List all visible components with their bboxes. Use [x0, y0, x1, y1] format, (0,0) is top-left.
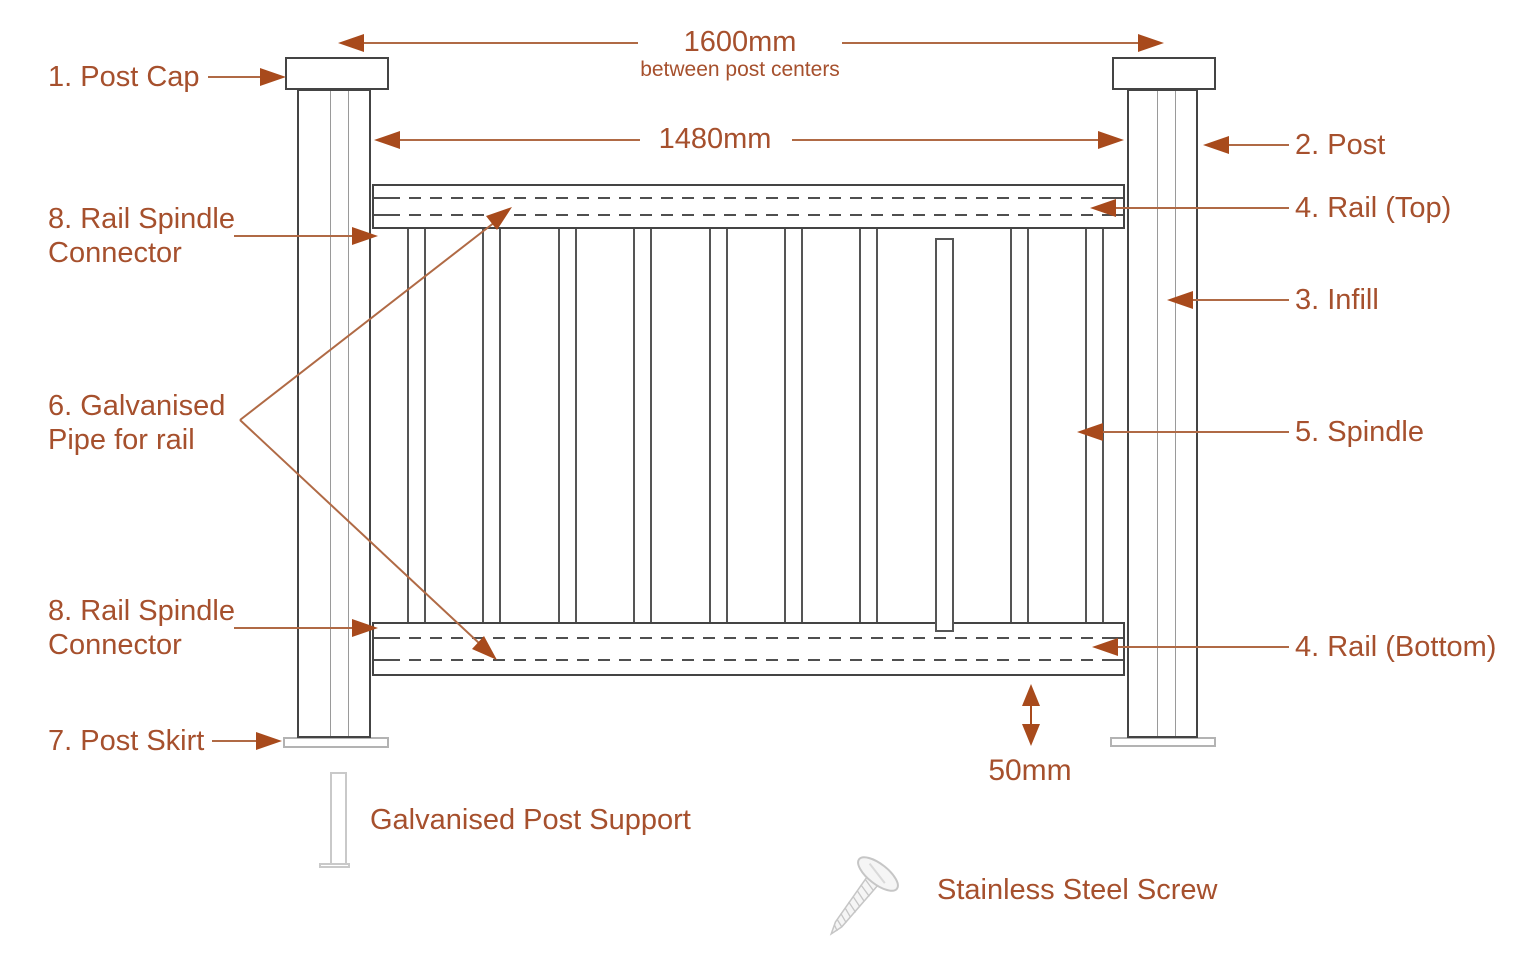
label-stainless-steel-screw: Stainless Steel Screw	[937, 874, 1218, 906]
screw-icon	[829, 856, 899, 936]
left-post	[297, 89, 371, 738]
left-post-cap	[285, 57, 389, 90]
leader-arrow	[1090, 199, 1116, 217]
clearance-line	[1030, 704, 1032, 724]
spindle-bar	[784, 229, 803, 622]
label-post-cap: 1. Post Cap	[48, 61, 200, 93]
leader-line	[234, 235, 354, 237]
top-rail-pipe-dashes	[388, 214, 1109, 216]
leader-line	[208, 76, 262, 78]
dimension-post-centers: 1600mm	[683, 26, 797, 58]
bottom-rail-pipe-dashes	[388, 659, 1109, 661]
spindle-bar	[859, 229, 878, 622]
leader-arrow	[1092, 638, 1118, 656]
spindle-bar	[709, 229, 728, 622]
leader-line	[1191, 299, 1289, 301]
dimension-line	[842, 42, 1140, 44]
spindle-bar	[407, 229, 426, 622]
dimension-line	[792, 139, 1100, 141]
label-infill: 3. Infill	[1295, 284, 1379, 316]
pipe-leader-up	[239, 207, 512, 421]
label-galvanised-pipe: 6. Galvanised Pipe for rail	[48, 390, 226, 456]
galvanised-post-support-base	[319, 863, 350, 868]
bottom-rail-pipe-dashes	[388, 637, 1109, 639]
leader-line	[1116, 646, 1289, 648]
clearance-arrow-down	[1022, 724, 1040, 746]
rail-connector-mark	[374, 659, 388, 661]
spindle-bar	[633, 229, 652, 622]
label-spindle: 5. Spindle	[1295, 416, 1424, 448]
rail-connector-mark	[374, 197, 388, 199]
spindle-bar	[558, 229, 577, 622]
leader-line	[1114, 207, 1289, 209]
leader-line	[234, 627, 354, 629]
leader-line	[212, 740, 258, 742]
rail-connector-mark	[1109, 214, 1123, 216]
dimension-arrow-left	[374, 131, 400, 149]
label-rail-spindle-connector-top: 8. Rail Spindle Connector	[48, 203, 235, 269]
label-rail-top: 4. Rail (Top)	[1295, 192, 1452, 224]
label-post: 2. Post	[1295, 129, 1386, 161]
pipe-leader-down	[239, 419, 497, 660]
rail-connector-mark	[1109, 197, 1123, 199]
leader-arrow	[1077, 423, 1103, 441]
dimension-arrow-left	[338, 34, 364, 52]
bottom-rail	[372, 622, 1125, 676]
left-post-infill-groove	[348, 91, 349, 736]
rail-connector-mark	[374, 637, 388, 639]
leader-line	[1227, 144, 1289, 146]
dimension-arrow-right	[1138, 34, 1164, 52]
dimension-line	[398, 139, 640, 141]
label-galvanised-post-support: Galvanised Post Support	[370, 804, 691, 836]
leader-arrow	[1203, 136, 1229, 154]
right-post-infill-groove	[1175, 91, 1176, 736]
label-rail-bottom: 4. Rail (Bottom)	[1295, 631, 1497, 663]
spindle-bar	[482, 229, 501, 622]
right-post-skirt	[1110, 737, 1216, 747]
leader-arrow	[256, 732, 282, 750]
leader-line	[1101, 431, 1289, 433]
rail-connector-mark	[374, 214, 388, 216]
clearance-arrow-up	[1022, 684, 1040, 706]
right-post-cap	[1112, 57, 1216, 90]
spindle-bar-dropped	[935, 238, 954, 632]
label-rail-spindle-connector-bottom: 8. Rail Spindle Connector	[48, 595, 235, 661]
dimension-line	[362, 42, 638, 44]
right-post	[1127, 89, 1198, 738]
leader-arrow	[260, 68, 286, 86]
dimension-arrow-right	[1098, 131, 1124, 149]
rail-connector-mark	[1109, 659, 1123, 661]
leader-arrow	[1167, 291, 1193, 309]
label-post-skirt: 7. Post Skirt	[48, 725, 205, 757]
dimension-bottom-clearance: 50mm	[988, 754, 1072, 787]
left-post-skirt	[283, 737, 389, 748]
dimension-rail-length: 1480mm	[658, 123, 772, 155]
leader-arrow	[352, 227, 378, 245]
leader-arrow	[352, 619, 378, 637]
dimension-post-centers-note: between post centers	[640, 58, 840, 81]
top-rail-pipe-dashes	[388, 197, 1109, 199]
spindle-bar	[1010, 229, 1029, 622]
left-post-infill-groove	[330, 91, 331, 736]
right-post-infill-groove	[1157, 91, 1158, 736]
